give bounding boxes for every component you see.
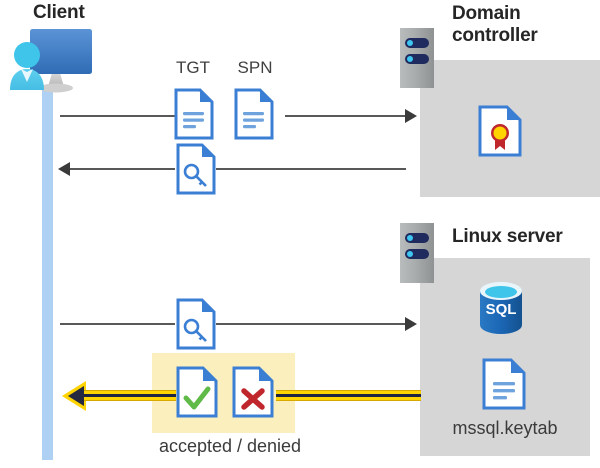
ticket-key-document-icon-1 bbox=[176, 143, 216, 195]
client-workstation-icon bbox=[8, 25, 94, 97]
flow2-line-right bbox=[216, 168, 406, 170]
client-title: Client bbox=[33, 2, 85, 23]
sql-database-icon: SQL bbox=[474, 280, 528, 336]
svg-text:SQL: SQL bbox=[486, 301, 517, 318]
flow2-line-left bbox=[70, 168, 175, 170]
flow1-line-left bbox=[60, 115, 175, 117]
flow3-arrowhead bbox=[405, 317, 417, 331]
linux-server-icon bbox=[400, 223, 434, 283]
denied-document-icon bbox=[232, 366, 274, 418]
flow1-line-right bbox=[285, 115, 405, 117]
spn-label: SPN bbox=[237, 58, 273, 77]
domain-controller-title-line2: controller bbox=[452, 25, 538, 47]
linux-server-title: Linux server bbox=[452, 226, 563, 247]
accepted-denied-label: accepted / denied bbox=[158, 436, 302, 456]
flow3-line-right bbox=[216, 323, 406, 325]
accepted-document-icon bbox=[176, 366, 218, 418]
ticket-key-document-icon-2 bbox=[176, 298, 216, 350]
tgt-label: TGT bbox=[176, 58, 210, 77]
domain-controller-server-icon bbox=[400, 28, 434, 88]
flow4-arrowhead-inner bbox=[68, 386, 84, 406]
spn-document-icon bbox=[234, 88, 274, 140]
tgt-document-icon bbox=[174, 88, 214, 140]
keytab-document-icon bbox=[482, 358, 526, 410]
domain-controller-title-line1: Domain bbox=[452, 3, 521, 24]
domain-controller-title: Domain controller bbox=[452, 3, 592, 48]
flow4-line-right bbox=[276, 390, 421, 401]
flow4-line-left bbox=[84, 390, 176, 401]
certificate-document-icon bbox=[478, 105, 522, 157]
flow3-line-left bbox=[60, 323, 175, 325]
client-lifeline bbox=[42, 88, 53, 460]
flow1-arrowhead bbox=[405, 109, 417, 123]
keytab-filename-label: mssql.keytab bbox=[452, 418, 558, 438]
flow2-arrowhead bbox=[58, 162, 70, 176]
